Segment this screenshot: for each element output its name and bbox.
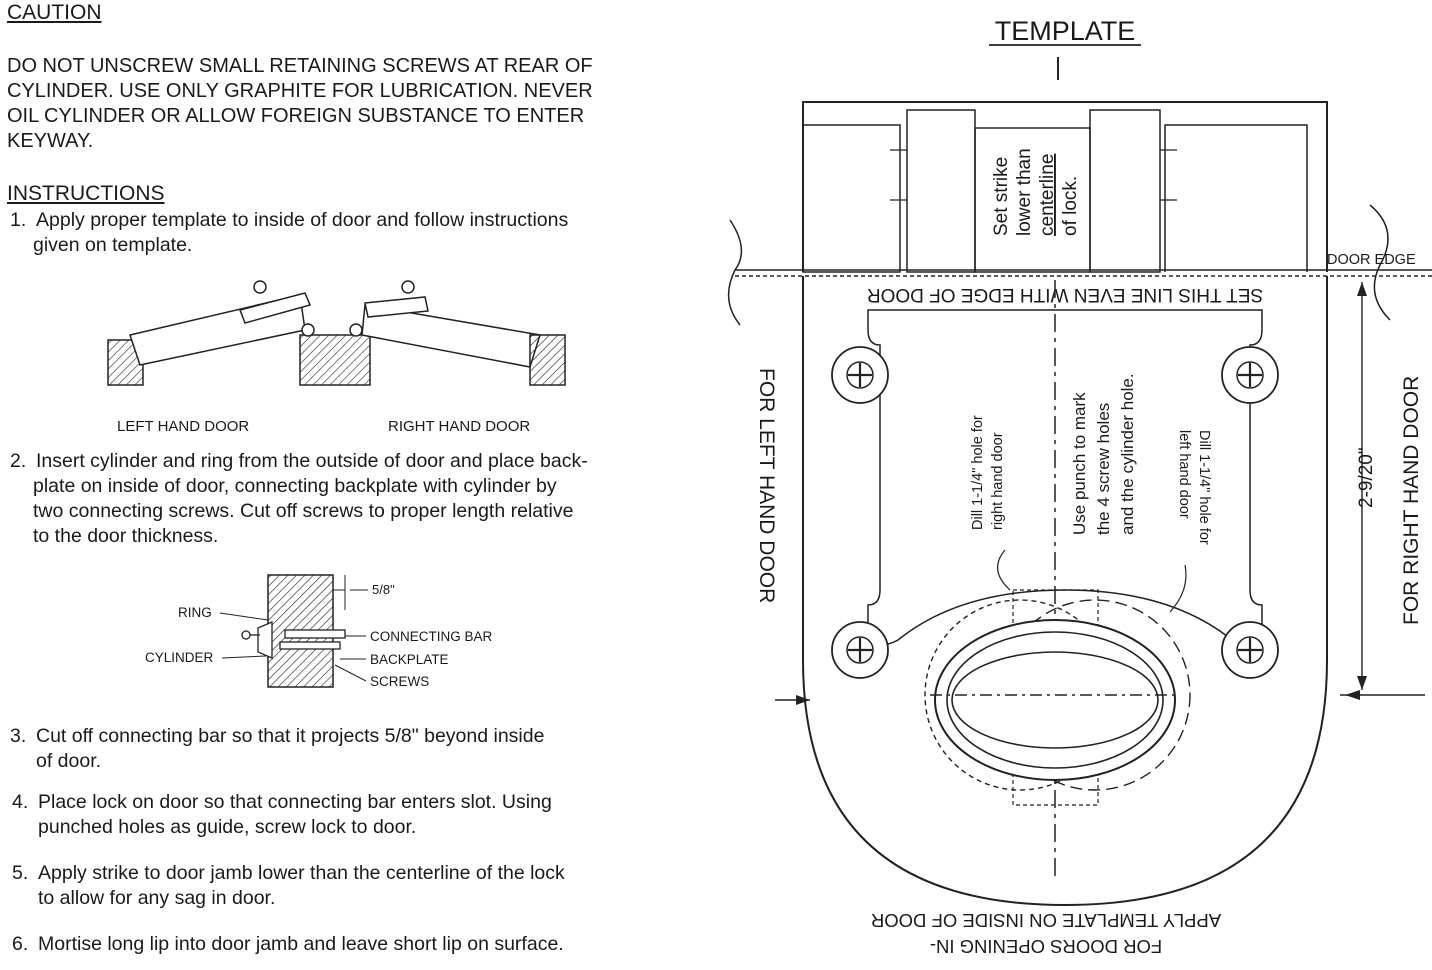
door-edge-label: DOOR EDGE	[1327, 252, 1416, 268]
step-number: 3.	[10, 725, 27, 747]
caution-line: DO NOT UNSCREW SMALL RETAINING SCREWS AT…	[7, 55, 593, 77]
caution-line: CYLINDER. USE ONLY GRAPHITE FOR LUBRICAT…	[7, 80, 593, 102]
step-number: 6.	[12, 933, 29, 955]
for-right-hand-door-label: FOR RIGHT HAND DOOR	[1400, 376, 1423, 625]
step-number: 2.	[10, 450, 27, 472]
left-lock-body	[238, 292, 312, 324]
punch-note: Use punch to mark the 4 screw holes and …	[1070, 373, 1137, 535]
jamb-block-middle	[299, 334, 371, 386]
step-line: two connecting screws. Cut off screws to…	[33, 500, 574, 522]
middle-knob-left	[301, 323, 315, 337]
step-line: Apply strike to door jamb lower than the…	[38, 862, 565, 884]
instruction-step-1: 1. Apply proper template to inside of doo…	[10, 208, 568, 258]
caution-text: DO NOT UNSCREW SMALL RETAINING SCREWS AT…	[7, 54, 593, 154]
cylinder-assembly-figure: 5/8" RING CYLINDER CONNECTING BAR BACKPL…	[145, 574, 493, 689]
drill-left-line: Dill 1-1/4" hole for	[1196, 430, 1212, 545]
step-number: 4.	[12, 791, 29, 813]
drill-left-line: left hand door	[1176, 430, 1192, 519]
drill-right-note: Dill 1-1/4" hole for right hand door	[970, 415, 1006, 530]
cylinder-label: CYLINDER	[145, 650, 214, 665]
backplate	[279, 641, 341, 650]
instruction-step-2: 2. Insert cylinder and ring from the outs…	[10, 449, 588, 549]
cylinder-hole	[924, 589, 1191, 806]
strike-note-line: lower than	[1014, 148, 1035, 236]
left-hand-door-label: LEFT HAND DOOR	[117, 418, 249, 435]
for-left-hand-door-label: FOR LEFT HAND DOOR	[755, 368, 778, 603]
ring-label: RING	[178, 605, 212, 620]
step-line: plate on inside of door, connecting back…	[33, 475, 557, 497]
caution-line: OIL CYLINDER OR ALLOW FOREIGN SUBSTANCE …	[7, 105, 585, 127]
punch-note-line: the 4 screw holes	[1094, 403, 1113, 535]
step-line: Cut off connecting bar so that it projec…	[36, 725, 545, 747]
left-knob	[253, 280, 267, 294]
screw-hole-bottom-right	[1221, 621, 1279, 679]
connecting-bar	[284, 629, 346, 639]
template-outline	[802, 276, 1328, 907]
screw-hole-bottom-left	[831, 621, 889, 679]
strike-note-line: centerline	[1037, 154, 1058, 236]
backplate-label: BACKPLATE	[370, 652, 449, 667]
drill-right-line: Dill 1-1/4" hole for	[970, 415, 986, 530]
drill-right-line: right hand door	[990, 432, 1006, 530]
cylinder-ring	[257, 621, 273, 659]
step-number: 1.	[10, 209, 27, 231]
step-line: Apply proper template to inside of door …	[36, 209, 569, 231]
dimension-label: 2-9/20"	[1356, 447, 1377, 508]
instruction-step-4: 4. Place lock on door so that connecting …	[12, 790, 552, 840]
punch-note-line: and the cylinder hole.	[1118, 373, 1137, 535]
step-line: to the door thickness.	[33, 525, 219, 547]
template-title: TEMPLATE	[995, 16, 1136, 46]
screws-label: SCREWS	[370, 674, 429, 689]
instruction-step-6: 6. Mortise long lip into door jamb and le…	[12, 932, 564, 957]
step-line: Mortise long lip into door jamb and leav…	[38, 933, 564, 955]
drill-left-note: Dill 1-1/4" hole for left hand door	[1176, 430, 1212, 545]
caution-line: KEYWAY.	[7, 130, 94, 152]
connecting-bar-label: CONNECTING BAR	[370, 629, 493, 644]
screw-hole-top-right	[1221, 346, 1279, 404]
set-line-label: SET THIS LINE EVEN WITH EDGE OF DOOR	[867, 284, 1263, 305]
strike-note: Set strike lower than centerline of lock…	[991, 148, 1081, 236]
step-line: Insert cylinder and ring from the outsid…	[36, 450, 588, 472]
right-knob	[401, 280, 415, 294]
right-lock-body	[364, 296, 429, 318]
door-hinge-figure: LEFT HAND DOOR RIGHT HAND DOOR	[107, 280, 566, 435]
strike-note-line: Set strike	[991, 157, 1012, 236]
lock-template-drawing: TEMPLATE Set strike lower than centerlin…	[727, 16, 1432, 957]
doors-opening-label: FOR DOORS OPENING IN-	[930, 936, 1162, 957]
instruction-step-3: 3. Cut off connecting bar so that it proj…	[10, 724, 544, 774]
right-hand-door-label: RIGHT HAND DOOR	[388, 418, 530, 435]
screw-hole-top-left	[831, 346, 889, 404]
strike-note-line: of lock.	[1060, 176, 1081, 236]
dim-label: 5/8"	[372, 582, 395, 597]
jamb-block-right	[529, 334, 566, 386]
step-line: punched holes as guide, screw lock to do…	[38, 816, 417, 838]
step-line: of door.	[36, 750, 102, 772]
caution-heading: CAUTION	[7, 1, 102, 24]
step-line: to allow for any sag in door.	[38, 887, 276, 909]
instruction-step-5: 5. Apply strike to door jamb lower than t…	[12, 861, 565, 911]
step-line: given on template.	[33, 234, 193, 256]
key-bow	[241, 630, 251, 640]
middle-knob-right	[349, 323, 363, 337]
step-line: Place lock on door so that connecting ba…	[38, 791, 552, 813]
instructions-heading: INSTRUCTIONS	[7, 182, 165, 205]
step-number: 5.	[12, 862, 29, 884]
punch-note-line: Use punch to mark	[1070, 392, 1089, 535]
apply-template-label: APPLY TEMPLATE ON INSIDE OF DOOR	[871, 910, 1221, 931]
